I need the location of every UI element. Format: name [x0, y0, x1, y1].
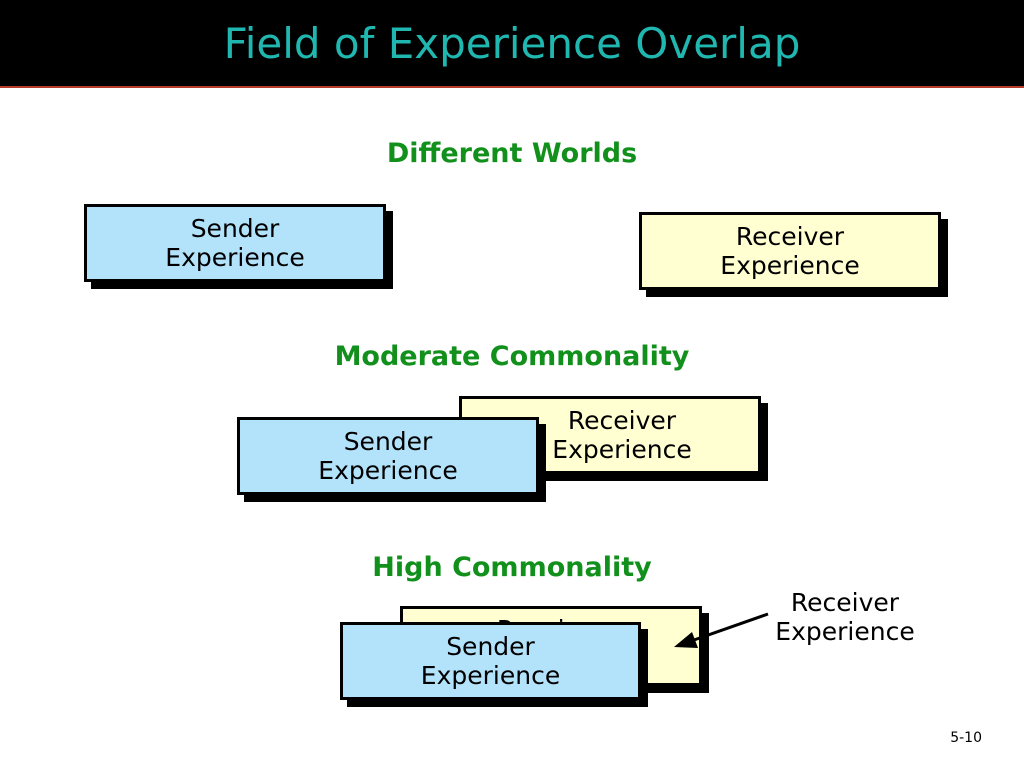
callout-line1: Receiver	[790, 588, 900, 617]
receiver-label-line1: Receiver	[567, 406, 677, 435]
heading-high-commonality: High Commonality	[372, 552, 652, 583]
sender-label-line1: Sender	[190, 214, 280, 243]
sender-label-line2: Experience	[165, 243, 305, 272]
heading-moderate-commonality: Moderate Commonality	[334, 341, 690, 372]
page-number: 5-10	[950, 730, 982, 746]
receiver-label-line1: Receiver	[735, 222, 845, 251]
sender-label-line1: Sender	[446, 632, 535, 661]
callout-line2: Experience	[775, 617, 915, 646]
sender-experience-box-2: Sender Experience	[237, 417, 539, 495]
receiver-label-line2: Experience	[552, 435, 692, 464]
sender-label-line1: Sender	[343, 427, 433, 456]
arrow-shaft	[693, 612, 769, 642]
heading-different-worlds: Different Worlds	[386, 138, 638, 169]
arrow-head	[674, 632, 698, 648]
sender-label-line2: Experience	[318, 456, 458, 485]
sender-label-line2: Experience	[420, 661, 561, 690]
receiver-experience-callout: Receiver Experience	[745, 588, 945, 646]
title-bar: Field of Experience Overlap	[0, 0, 1024, 88]
receiver-label-line2: Experience	[720, 251, 860, 280]
slide-title: Field of Experience Overlap	[223, 19, 801, 68]
receiver-experience-box-1: Receiver Experience	[639, 212, 941, 290]
sender-experience-box-1: Sender Experience	[84, 204, 386, 282]
sender-experience-box-3: Sender Experience	[340, 622, 641, 700]
